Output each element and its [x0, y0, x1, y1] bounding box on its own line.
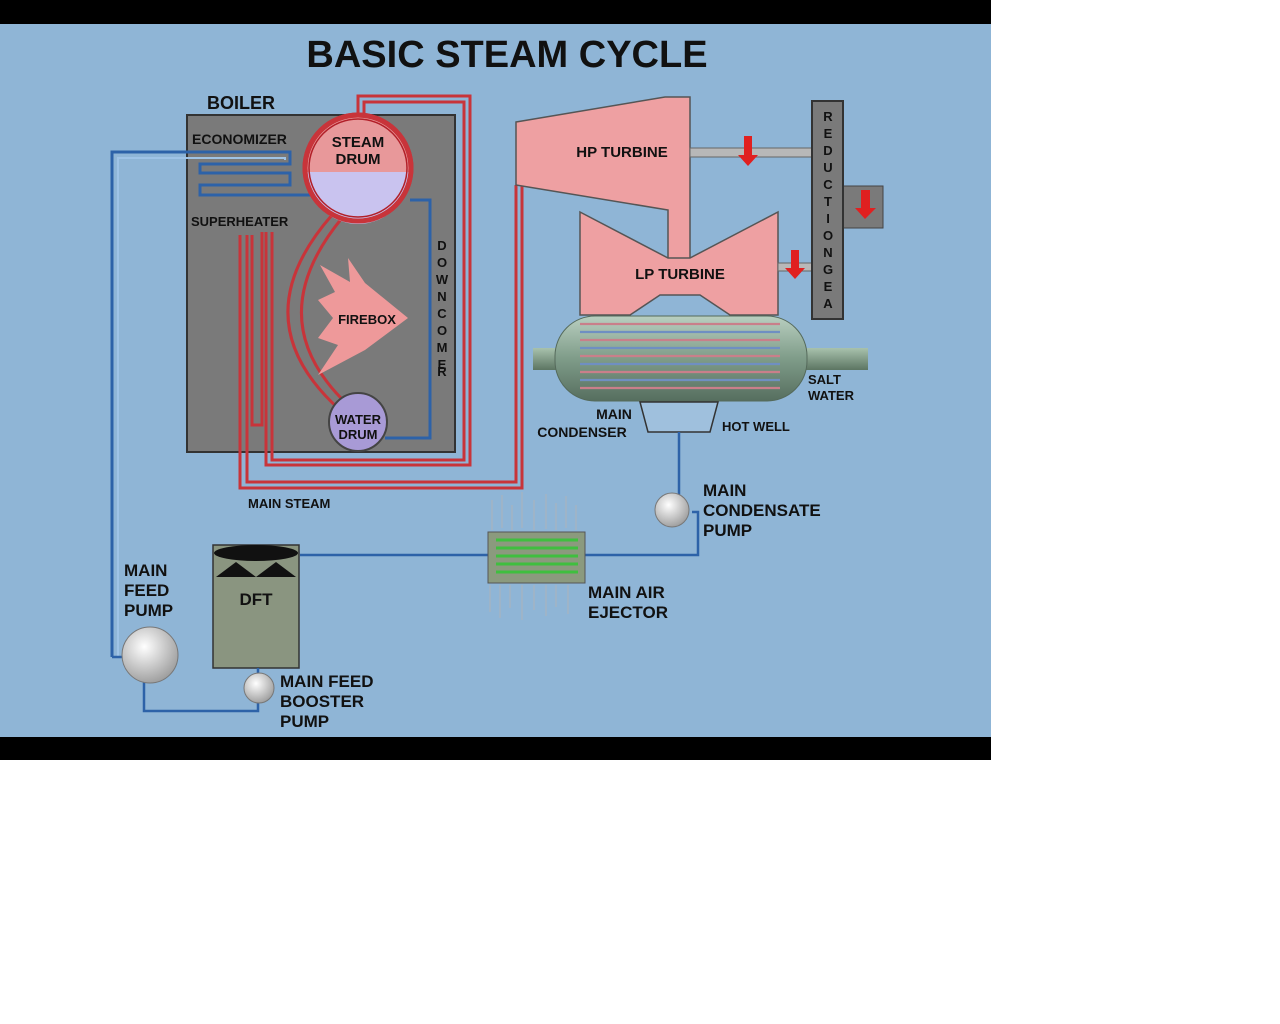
hot-well: [639, 401, 719, 433]
main-condensate-pump: [654, 492, 690, 528]
svg-text:D: D: [437, 238, 446, 253]
booster-pump-label-2: BOOSTER: [280, 692, 364, 711]
steam-cycle-diagram: BASIC STEAM CYCLE BOILER ECONOMIZER SUPE…: [0, 24, 991, 737]
main-steam-label: MAIN STEAM: [248, 496, 330, 511]
svg-text:R: R: [823, 109, 833, 124]
water-drum-label-2: DRUM: [339, 427, 378, 442]
dft-spray-right: [256, 562, 296, 577]
air-ejector-vapor: [489, 492, 577, 620]
dft-tank: [212, 544, 300, 669]
air-ejector-label-2: EJECTOR: [588, 603, 668, 622]
svg-text:E: E: [438, 357, 447, 372]
svg-text:A: A: [823, 296, 833, 311]
economizer-label: ECONOMIZER: [192, 131, 287, 147]
feed-pump-label-1: MAIN: [124, 561, 167, 580]
svg-text:C: C: [437, 306, 447, 321]
main-feed-booster-pump: [243, 672, 275, 704]
booster-pump-label-3: PUMP: [280, 712, 329, 731]
steam-drum-label-2: DRUM: [336, 151, 381, 168]
svg-text:I: I: [826, 211, 830, 226]
salt-water-inlet: [533, 348, 561, 370]
svg-text:M: M: [437, 340, 448, 355]
air-ejector-tubes: [496, 538, 578, 574]
condensate-pump-label-3: PUMP: [703, 521, 752, 540]
generating-tubes: [286, 214, 350, 412]
condensate-pump-label-2: CONDENSATE: [703, 501, 821, 520]
svg-text:C: C: [823, 177, 833, 192]
downcomer-pipe: [385, 198, 432, 440]
main-feed-pump: [121, 626, 179, 684]
downcomer-label: D O W N C O M E R: [436, 238, 449, 379]
feed-pump-label-3: PUMP: [124, 601, 173, 620]
rotation-arrows: [738, 136, 876, 279]
steam-drum-label-1: STEAM: [332, 134, 385, 151]
water-drum-label-1: WATER: [335, 412, 382, 427]
svg-text:N: N: [437, 289, 446, 304]
svg-text:G: G: [823, 262, 833, 277]
water-drum: [328, 392, 388, 452]
reduction-gear: [811, 100, 844, 320]
condensate-pump-label-1: MAIN: [703, 481, 746, 500]
steam-drum: [302, 112, 414, 224]
condenser-tubes: [580, 322, 780, 390]
salt-water-label-1: SALT: [808, 372, 841, 387]
svg-text:W: W: [436, 272, 449, 287]
economizer-coils: [110, 150, 312, 657]
boiler-label: BOILER: [207, 93, 275, 113]
svg-text:O: O: [437, 323, 447, 338]
svg-text:N: N: [823, 245, 832, 260]
salt-water-label-2: WATER: [808, 388, 855, 403]
svg-text:U: U: [823, 160, 832, 175]
svg-text:O: O: [823, 228, 833, 243]
firebox-flame: [318, 258, 408, 375]
dft-spray-head: [214, 545, 298, 561]
feed-pump-label-2: FEED: [124, 581, 169, 600]
main-condenser-label-1: MAIN: [596, 406, 632, 422]
firebox-label: FIREBOX: [338, 312, 396, 327]
lp-turbine-label: LP TURBINE: [635, 266, 725, 283]
svg-text:R: R: [437, 364, 447, 379]
booster-pump-label-1: MAIN FEED: [280, 672, 374, 691]
main-condenser-label-2: CONDENSER: [537, 424, 626, 440]
svg-text:O: O: [437, 255, 447, 270]
superheater-label: SUPERHEATER: [191, 214, 289, 229]
diagram-title: BASIC STEAM CYCLE: [306, 34, 707, 76]
dft-spray-left: [216, 562, 256, 577]
air-ejector-label-1: MAIN AIR: [588, 583, 665, 602]
svg-text:E: E: [824, 279, 833, 294]
hp-turbine-label: HP TURBINE: [576, 144, 667, 161]
salt-water-outlet: [800, 348, 868, 370]
hot-well-label: HOT WELL: [722, 419, 790, 434]
dft-label: DFT: [239, 590, 273, 609]
condensate-lines: [300, 432, 700, 557]
reduction-gear-label: R E D U C T I O N G E A: [823, 109, 833, 311]
svg-text:D: D: [823, 143, 832, 158]
svg-text:T: T: [824, 194, 832, 209]
svg-text:E: E: [824, 126, 833, 141]
lp-turbine: [579, 210, 779, 316]
